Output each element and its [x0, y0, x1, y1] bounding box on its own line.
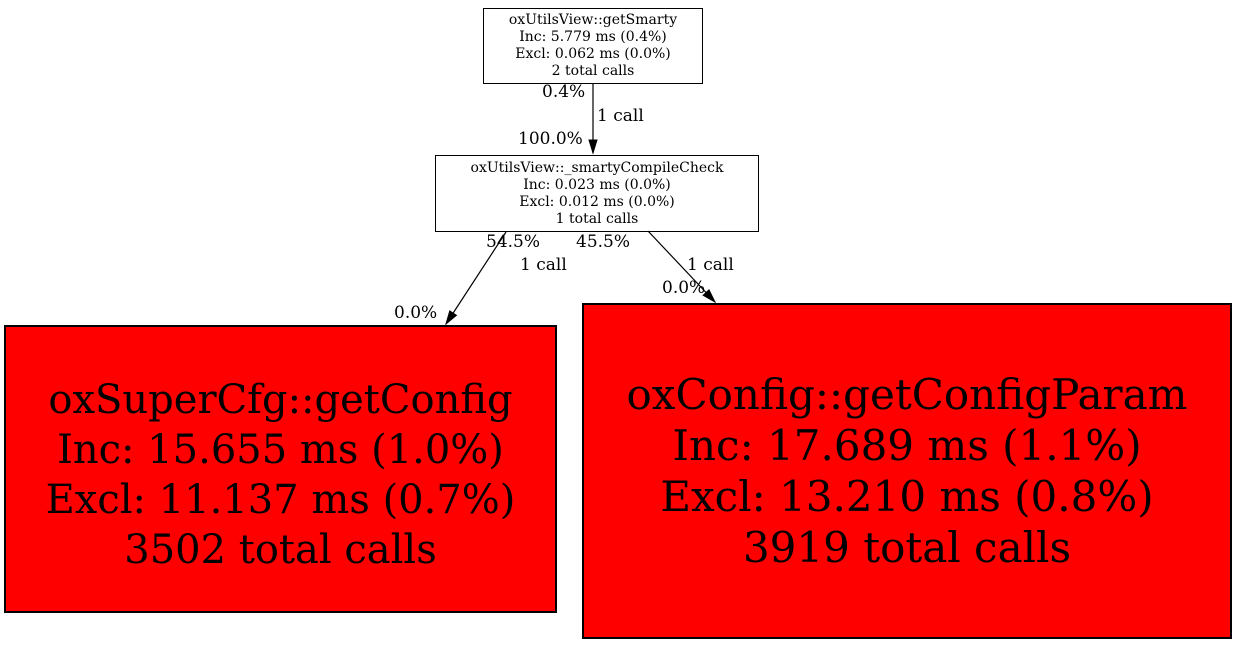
- node-oxutilsview-smartycompilecheck: oxUtilsView::_smartyCompileCheck Inc: 0.…: [435, 155, 759, 232]
- node-title: oxUtilsView::_smartyCompileCheck: [470, 159, 724, 176]
- edge-label-calls: 1 call: [597, 106, 644, 126]
- edge-label-source-pct: 45.5%: [576, 232, 631, 252]
- node-oxutilsview-getsmarty: oxUtilsView::getSmarty Inc: 5.779 ms (0.…: [483, 8, 703, 84]
- edge-label-calls: 1 call: [520, 255, 567, 275]
- node-title: oxSuperCfg::getConfig: [48, 377, 513, 423]
- node-total-calls: 3919 total calls: [742, 523, 1072, 572]
- node-exclusive-time: Excl: 0.012 ms (0.0%): [519, 193, 675, 210]
- node-exclusive-time: Excl: 11.137 ms (0.7%): [45, 477, 516, 523]
- node-exclusive-time: Excl: 13.210 ms (0.8%): [660, 472, 1154, 521]
- node-exclusive-time: Excl: 0.062 ms (0.0%): [515, 46, 671, 62]
- node-title: oxUtilsView::getSmarty: [508, 12, 678, 28]
- edge-label-target-pct: 100.0%: [518, 129, 583, 149]
- node-inclusive-time: Inc: 0.023 ms (0.0%): [523, 176, 671, 193]
- node-total-calls: 1 total calls: [555, 210, 639, 227]
- node-total-calls: 3502 total calls: [124, 527, 437, 573]
- edge-label-calls: 1 call: [687, 255, 734, 275]
- node-oxconfig-getconfigparam: oxConfig::getConfigParam Inc: 17.689 ms …: [582, 303, 1232, 639]
- edge-label-target-pct: 0.0%: [394, 303, 438, 323]
- edge-label-source-pct: 0.4%: [542, 82, 586, 102]
- node-inclusive-time: Inc: 5.779 ms (0.4%): [519, 29, 667, 45]
- edge-label-target-pct: 0.0%: [662, 278, 706, 298]
- edge-label-source-pct: 54.5%: [486, 232, 541, 252]
- node-total-calls: 2 total calls: [551, 63, 635, 79]
- node-oxsupercfg-getconfig: oxSuperCfg::getConfig Inc: 15.655 ms (1.…: [4, 325, 557, 613]
- node-inclusive-time: Inc: 15.655 ms (1.0%): [57, 427, 504, 473]
- node-inclusive-time: Inc: 17.689 ms (1.1%): [672, 421, 1142, 470]
- node-title: oxConfig::getConfigParam: [626, 370, 1188, 419]
